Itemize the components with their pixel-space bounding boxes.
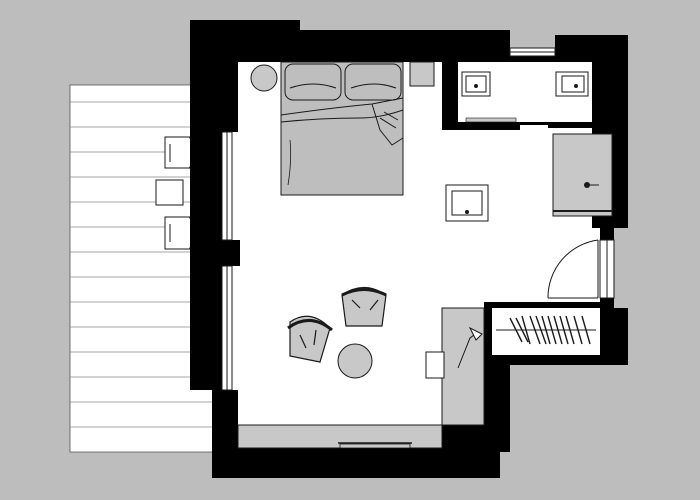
- pillow: [344, 63, 402, 101]
- round-side-table: [337, 343, 373, 379]
- armchair: [287, 315, 333, 363]
- east-window: [599, 239, 615, 299]
- desk-chair: [425, 351, 445, 379]
- washbasin: [555, 71, 589, 97]
- shower: [552, 133, 613, 217]
- inner-walls: [210, 62, 600, 365]
- wall-stub: [210, 240, 240, 266]
- bathtub: [445, 184, 489, 222]
- closet-wall-left: [484, 305, 492, 365]
- wardrobe-hangers: [496, 315, 596, 345]
- west-windows: [221, 131, 233, 391]
- nightstand: [250, 64, 278, 92]
- bathroom-wall-left: [442, 62, 456, 130]
- desk: [425, 307, 485, 426]
- pillow: [284, 63, 342, 101]
- tv: [338, 442, 412, 449]
- armchair: [341, 286, 387, 327]
- nightstand: [409, 61, 435, 87]
- terrace-table: [155, 179, 184, 206]
- closet-wall-top: [484, 302, 600, 308]
- north-window: [509, 47, 556, 57]
- door: [547, 239, 599, 299]
- bathroom-wall-bottom: [442, 122, 520, 130]
- bathroom-wall-right: [548, 122, 592, 128]
- bath-mat: [465, 117, 517, 123]
- washbasin: [461, 71, 491, 97]
- blanket-fold: [280, 97, 404, 116]
- closet-floor: [490, 308, 600, 355]
- double-bed: [280, 61, 404, 196]
